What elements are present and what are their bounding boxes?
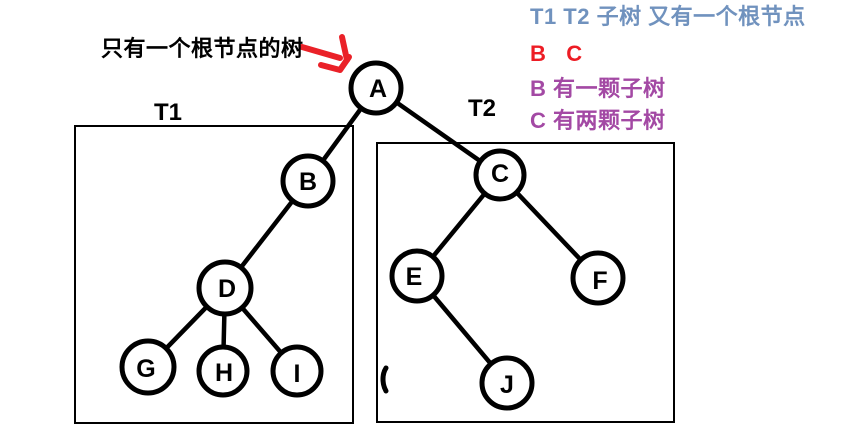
root-caption: 只有一个根节点的树 xyxy=(101,36,304,61)
node-j-circle xyxy=(479,355,535,411)
node-g-circle xyxy=(119,338,177,396)
subtree-box-t2 xyxy=(376,142,675,423)
subtree-t1-label: T1 xyxy=(154,99,182,126)
red-arrow-icon xyxy=(299,34,352,73)
node-b-circle xyxy=(280,153,336,209)
node-i-circle xyxy=(270,344,324,398)
node-a-label: A xyxy=(369,75,387,103)
node-c-label: C xyxy=(491,160,509,188)
legend-line-b-c: B C xyxy=(530,41,583,66)
node-f-circle xyxy=(570,250,626,306)
node-h-circle xyxy=(196,344,250,398)
node-i-label: I xyxy=(294,360,301,388)
node-j-label: J xyxy=(500,371,514,399)
legend-line-c-subtree: C 有两颗子树 xyxy=(530,108,666,133)
node-f-label: F xyxy=(592,267,607,295)
node-h-label: H xyxy=(215,359,233,387)
legend-line-subtrees: T1 T2 子树 又有一个根节点 xyxy=(530,4,806,29)
subtree-t2-label: T2 xyxy=(468,95,496,122)
node-e-circle xyxy=(389,248,445,304)
node-c-circle xyxy=(473,148,527,202)
node-d-circle xyxy=(196,259,254,317)
legend-line-b-subtree: B 有一颗子树 xyxy=(530,76,666,101)
node-e-label: E xyxy=(406,263,423,291)
stray-mark xyxy=(380,365,389,394)
red-arrow-shaft xyxy=(299,44,343,61)
node-d-label: D xyxy=(218,275,236,303)
node-a-circle xyxy=(348,60,404,116)
red-arrow-head-chevron xyxy=(318,54,352,73)
node-b-label: B xyxy=(299,168,317,196)
tree-nodes: A B C D E F G H I J xyxy=(119,60,626,411)
node-g-label: G xyxy=(136,355,155,383)
subtree-box-t1 xyxy=(74,125,354,424)
